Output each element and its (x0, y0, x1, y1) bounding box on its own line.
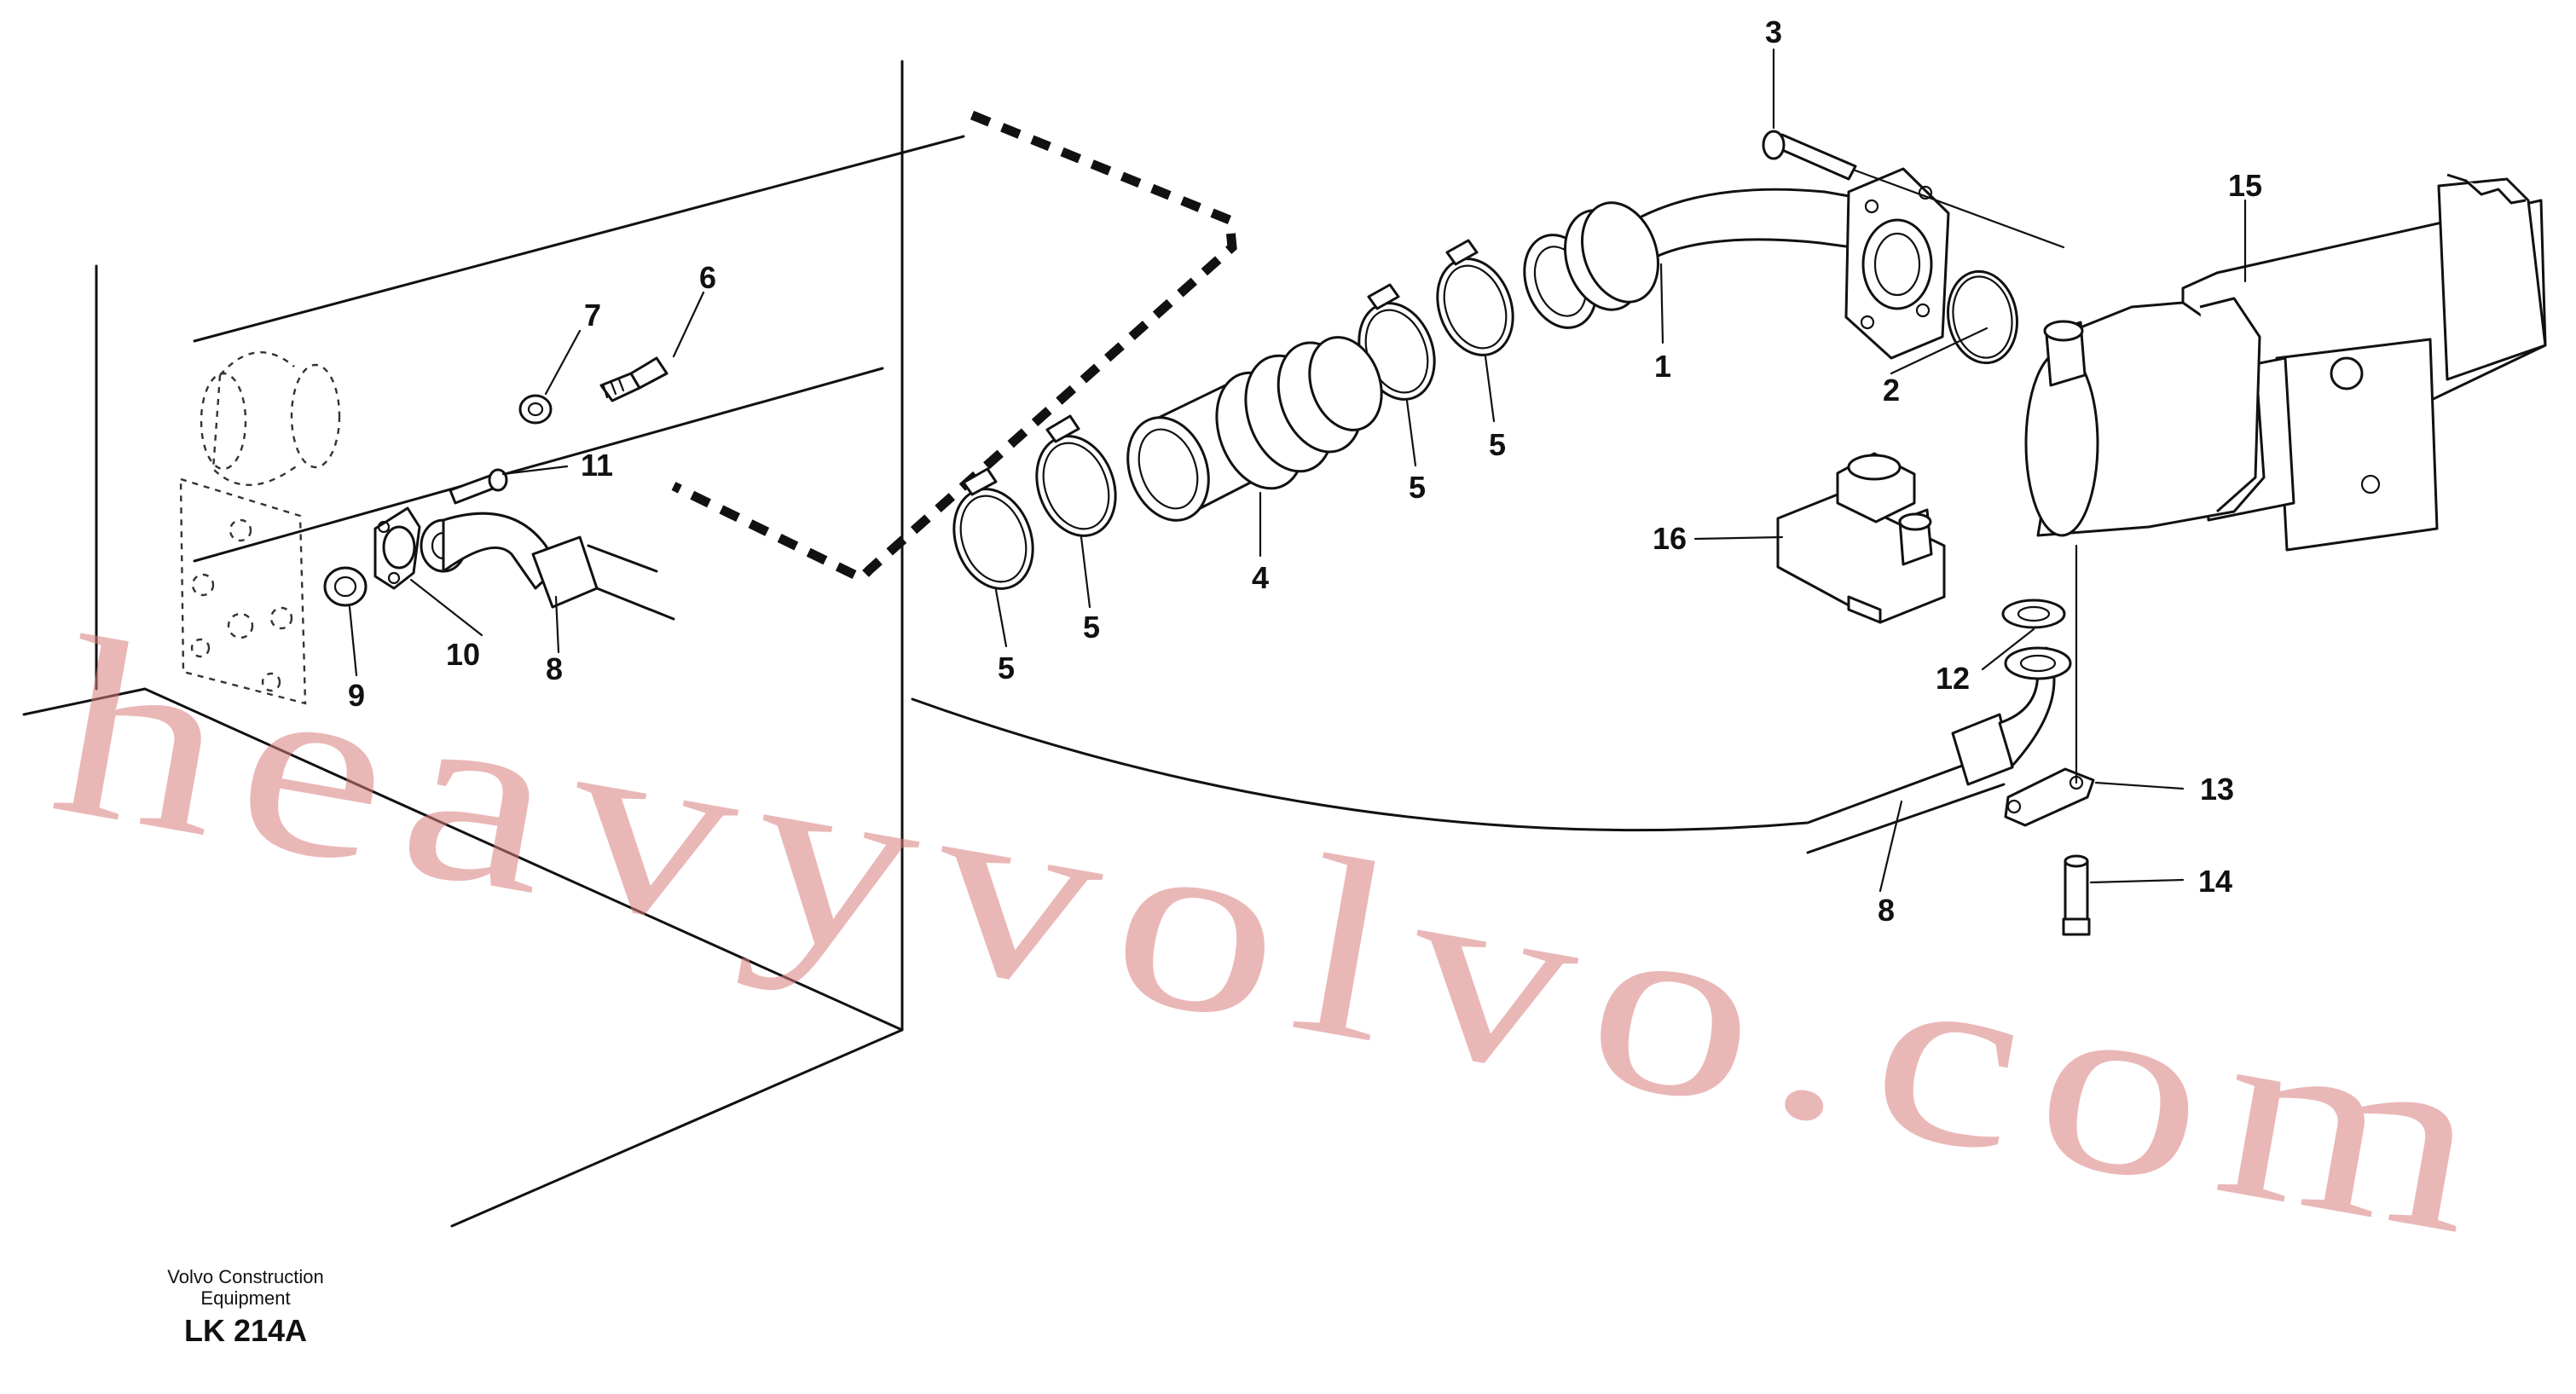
tank-outline-dashed (671, 110, 1237, 584)
hose-8-lower-edge (1806, 783, 2006, 854)
callout-16: 16 (1653, 521, 1687, 556)
bracket-13 (2004, 544, 2095, 827)
pipe-flange (1844, 167, 1950, 360)
caption-line-1: Volvo Construction (167, 1266, 323, 1287)
callout-5d: 5 (1489, 427, 1506, 462)
hose-fitting-left (420, 512, 675, 621)
bolt-11 (449, 468, 508, 505)
callout-11: 11 (581, 448, 613, 483)
callout-14: 14 (2198, 864, 2232, 899)
valve-16 (1776, 297, 2266, 624)
o-ring-2 (1947, 269, 2018, 365)
callout-12: 12 (1936, 661, 1970, 696)
callout-13: 13 (2200, 772, 2234, 807)
pipe-1 (1523, 188, 1861, 329)
leader-lines (348, 48, 2247, 893)
clamp-5-b (1035, 414, 1117, 537)
caption-line-2: Equipment (200, 1287, 290, 1309)
washer-12 (2001, 599, 2066, 629)
caption-code: LK 214A (184, 1313, 307, 1348)
mounting-plate (179, 477, 307, 705)
hose-fitting-right (1951, 646, 2072, 786)
bellows-4 (1126, 336, 1383, 522)
callout-9: 9 (348, 678, 365, 713)
watermark: heavyvolvo.com (37, 583, 2521, 1292)
caption-block: Volvo Construction Equipment LK 214A (167, 1266, 323, 1348)
screw-14 (2062, 854, 2091, 936)
callout-8a: 8 (546, 651, 563, 686)
callout-2: 2 (1883, 373, 1900, 408)
flange-10 (373, 506, 421, 590)
callout-15: 15 (2228, 168, 2262, 203)
washer-7 (518, 394, 553, 425)
frame-lines (22, 60, 965, 1228)
callout-6: 6 (699, 260, 716, 295)
callout-10: 10 (446, 637, 480, 672)
callout-1: 1 (1654, 349, 1671, 384)
callout-5a: 5 (998, 651, 1015, 685)
clamp-5-a (952, 467, 1034, 590)
callout-5b: 5 (1083, 610, 1100, 645)
callout-5c: 5 (1409, 470, 1426, 505)
callouts: 1 2 3 4 5 5 5 5 6 7 8 8 9 10 11 12 13 14… (348, 14, 2262, 928)
hidden-cap (200, 351, 341, 486)
clamp-5-d (1436, 239, 1514, 356)
callout-8b: 8 (1878, 893, 1895, 928)
callout-4: 4 (1252, 560, 1269, 595)
screw-3 (1762, 130, 2065, 249)
washer-9 (323, 566, 368, 607)
bolt-6 (599, 356, 669, 402)
callout-7: 7 (584, 298, 601, 333)
callout-3: 3 (1765, 14, 1782, 49)
